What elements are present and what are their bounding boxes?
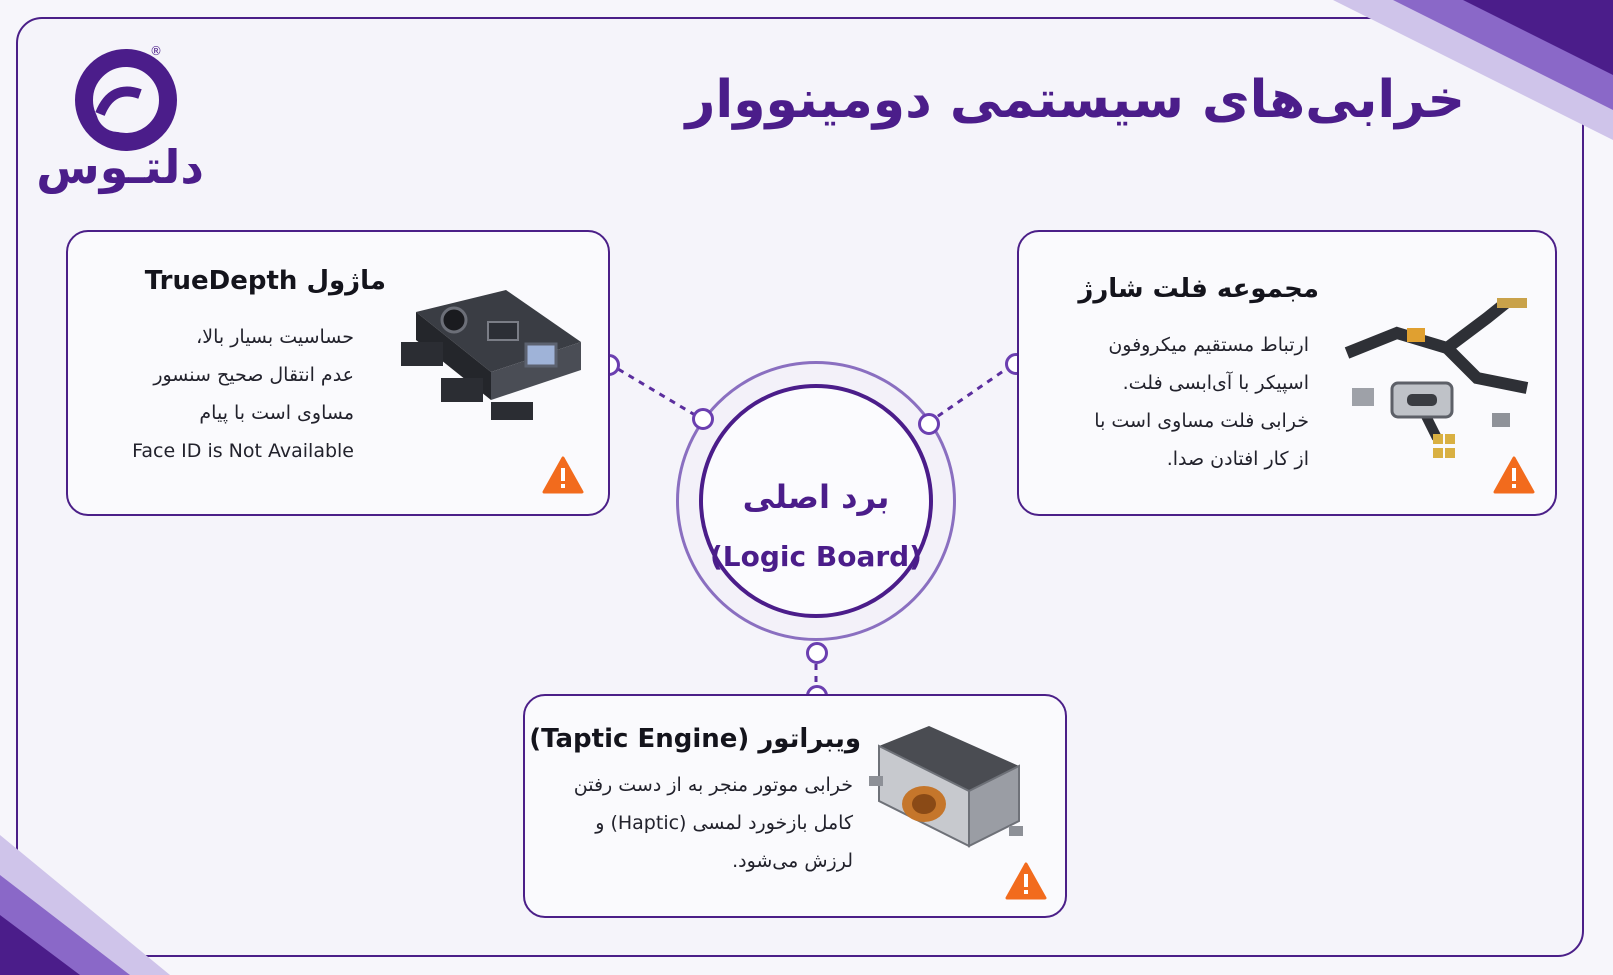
logic-board-hub: برد اصلی (Logic Board) <box>676 361 956 641</box>
card-title: ویبراتور (Taptic Engine) <box>529 724 861 754</box>
card-line: کامل بازخورد لمسی (Haptic) و <box>595 812 853 834</box>
corner-decoration-bottom-left <box>0 835 170 975</box>
page-title: خرابی‌های سیستمی دومینووار <box>685 70 1465 130</box>
hub-label-en: (Logic Board) <box>710 540 922 573</box>
card-line: عدم انتقال صحیح سنسور <box>153 364 354 386</box>
card-body: ارتباط مستقیم میکروفون اسپیکر با آی‌ابسی… <box>1094 326 1309 478</box>
card-body: خرابی موتور منجر به از دست رفتن کامل باز… <box>574 766 853 880</box>
warning-triangle-icon <box>1005 862 1047 900</box>
card-title: مجموعه فلت شارژ <box>1078 274 1319 304</box>
card-line: ارتباط مستقیم میکروفون <box>1108 334 1309 356</box>
card-line: خرابی فلت مساوی است با <box>1094 410 1309 432</box>
charging-flex-card: مجموعه فلت شارژ ارتباط مستقیم میکروفون ا… <box>1017 230 1557 516</box>
card-line: از کار افتادن صدا. <box>1166 448 1309 470</box>
card-title: ماژول TrueDepth <box>144 266 386 296</box>
card-line: خرابی موتور منجر به از دست رفتن <box>573 774 853 796</box>
card-line: لرزش می‌شود. <box>732 850 853 872</box>
warning-triangle-icon <box>1493 456 1535 494</box>
card-line: اسپیکر با آی‌ابسی فلت. <box>1122 372 1309 394</box>
card-line: حساسیت بسیار بالا، <box>196 326 354 348</box>
warning-triangle-icon <box>542 456 584 494</box>
card-line: Face ID is Not Available <box>132 440 354 462</box>
truedepth-module-icon <box>401 290 581 420</box>
hub-inner-ring: برد اصلی (Logic Board) <box>699 384 933 618</box>
connector-dot <box>692 408 714 430</box>
card-line: مساوی است با پیام <box>199 402 354 424</box>
card-body: حساسیت بسیار بالا، عدم انتقال صحیح سنسور… <box>132 318 354 470</box>
corner-decoration-top-right <box>1333 0 1613 140</box>
charging-flex-icon <box>1344 298 1529 458</box>
connector-dot <box>918 413 940 435</box>
connector-dot <box>806 642 828 664</box>
taptic-engine-icon <box>869 726 1023 848</box>
taptic-engine-card: ویبراتور (Taptic Engine) خرابی موتور منج… <box>523 694 1067 918</box>
brand-wordmark: دلتـوس <box>36 140 204 194</box>
registered-mark: ® <box>150 44 162 58</box>
truedepth-card: ماژول TrueDepth حساسیت بسیار بالا، عدم ا… <box>66 230 610 516</box>
hub-label-fa: برد اصلی <box>742 478 890 516</box>
deltoos-logo-icon <box>75 49 177 151</box>
